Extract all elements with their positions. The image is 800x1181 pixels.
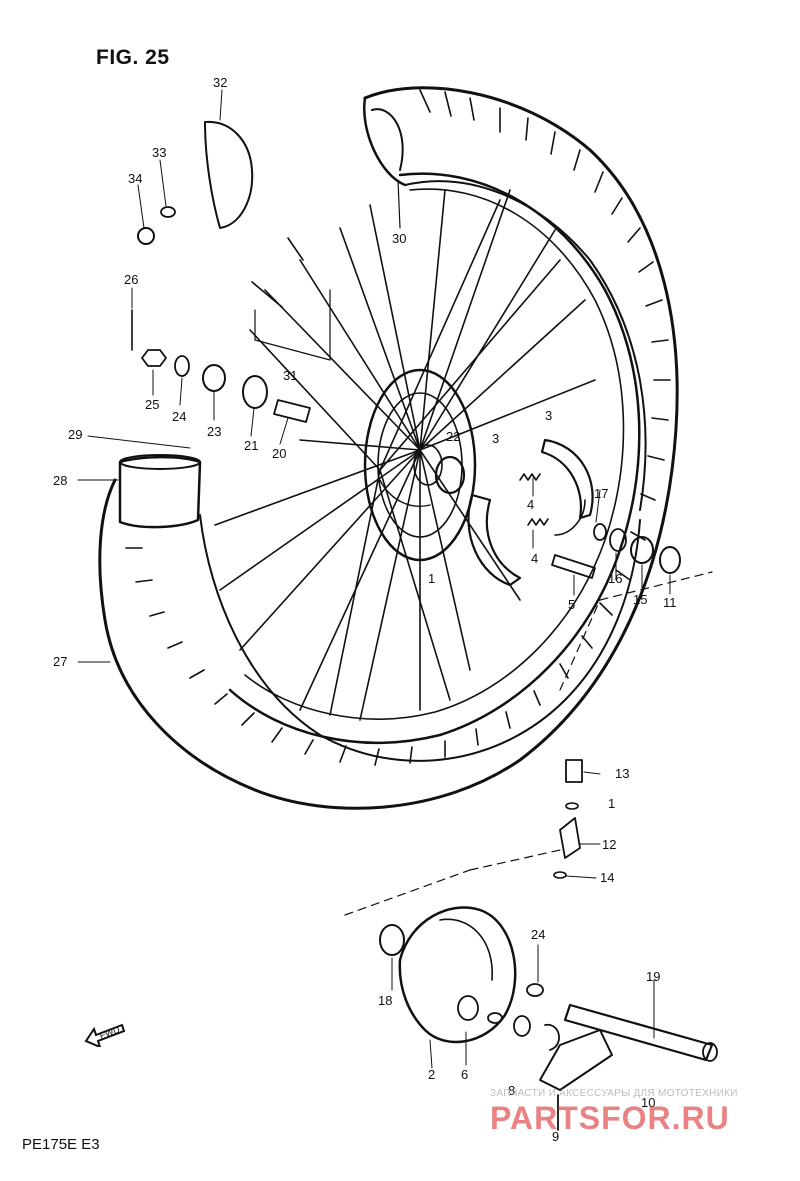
model-code: PE175E E3 xyxy=(22,1136,100,1153)
callout-11: 11 xyxy=(663,595,677,610)
callout-19: 19 xyxy=(646,969,661,984)
callout-8: 8 xyxy=(508,1083,516,1098)
nut-34 xyxy=(137,227,155,245)
callout-12: 12 xyxy=(602,837,617,852)
figure-title: FIG. 25 xyxy=(96,46,170,69)
callout-13: 13 xyxy=(615,766,630,781)
callout-16: 16 xyxy=(608,571,623,586)
callout-18: 18 xyxy=(378,993,393,1008)
callout-24: 24 xyxy=(172,409,187,424)
callout-1b: 1 xyxy=(608,796,616,811)
callout-2: 2 xyxy=(428,1067,436,1082)
callout-21: 21 xyxy=(244,438,259,453)
disc-plate-32 xyxy=(204,120,254,229)
callout-25: 25 xyxy=(145,397,160,412)
callout-3b: 3 xyxy=(545,408,553,423)
washer-24-lower xyxy=(526,983,544,997)
leader-lines xyxy=(77,89,671,1069)
callout-24-lower: 24 xyxy=(531,927,546,942)
callout-29: 29 xyxy=(68,427,83,442)
brake-panel xyxy=(398,906,517,1044)
callout-26: 26 xyxy=(124,272,139,287)
assembly-guide xyxy=(344,571,713,916)
washer-6 xyxy=(487,1012,503,1024)
washer-16 xyxy=(609,528,627,552)
washer-14 xyxy=(553,871,567,879)
spokes xyxy=(214,189,596,721)
callout-3a: 3 xyxy=(492,431,500,446)
spring-lower xyxy=(527,518,549,526)
forward-arrow-icon: FWD xyxy=(84,1023,126,1047)
callout-22: 22 xyxy=(446,429,461,444)
callout-32: 32 xyxy=(213,75,228,90)
fwd-label: FWD xyxy=(98,1024,121,1041)
watermark-tagline: ЗАПЧАСТИ И АКСЕССУАРЫ ДЛЯ МОТОТЕХНИКИ xyxy=(490,1088,738,1099)
spacer-23 xyxy=(202,364,226,392)
tire xyxy=(98,86,679,810)
spring-upper xyxy=(519,473,541,481)
callout-14: 14 xyxy=(600,870,615,885)
callout-9: 9 xyxy=(552,1129,560,1144)
nut-11 xyxy=(659,546,681,574)
circlip xyxy=(593,523,607,541)
brake-shoes xyxy=(467,438,594,587)
spacer-20 xyxy=(273,399,311,423)
callout-15: 15 xyxy=(633,592,648,607)
callout-28: 28 xyxy=(53,473,68,488)
tread-blocks xyxy=(125,89,671,766)
callout-1a: 1 xyxy=(428,571,436,586)
callout-34: 34 xyxy=(128,171,143,186)
bearing-21 xyxy=(242,375,268,409)
callout-27: 27 xyxy=(53,654,68,669)
callout-4b: 4 xyxy=(531,551,539,566)
watermark: ЗАПЧАСТИ И АКСЕССУАРЫ ДЛЯ МОТОТЕХНИКИ PA… xyxy=(490,1088,790,1148)
speedo-gear-12 xyxy=(559,817,581,859)
callout-31: 31 xyxy=(283,368,298,383)
washer-33 xyxy=(160,206,176,218)
spoke-bracket-31 xyxy=(254,289,331,361)
seal-lower xyxy=(513,1015,531,1037)
callout-5: 5 xyxy=(568,597,576,612)
nut-25 xyxy=(141,349,167,367)
brake-camshaft xyxy=(551,554,596,579)
callout-23: 23 xyxy=(207,424,222,439)
hub xyxy=(363,368,477,562)
washer-24 xyxy=(174,355,190,377)
callout-30: 30 xyxy=(392,231,407,246)
callout-33: 33 xyxy=(152,145,167,160)
watermark-logo: PARTSFOR.RU xyxy=(490,1100,730,1136)
callout-10: 10 xyxy=(641,1095,656,1110)
callout-6: 6 xyxy=(461,1067,469,1082)
callout-4a: 4 xyxy=(527,497,535,512)
axle-19 xyxy=(563,1003,714,1062)
callout-17: 17 xyxy=(594,486,609,501)
brake-arm-8 xyxy=(539,1029,613,1091)
speedo-drive-13 xyxy=(565,759,583,783)
clip-lower xyxy=(544,1024,560,1051)
oil-seal-18 xyxy=(379,924,405,956)
callout-20: 20 xyxy=(272,446,287,461)
oil-seal-15 xyxy=(630,536,654,564)
